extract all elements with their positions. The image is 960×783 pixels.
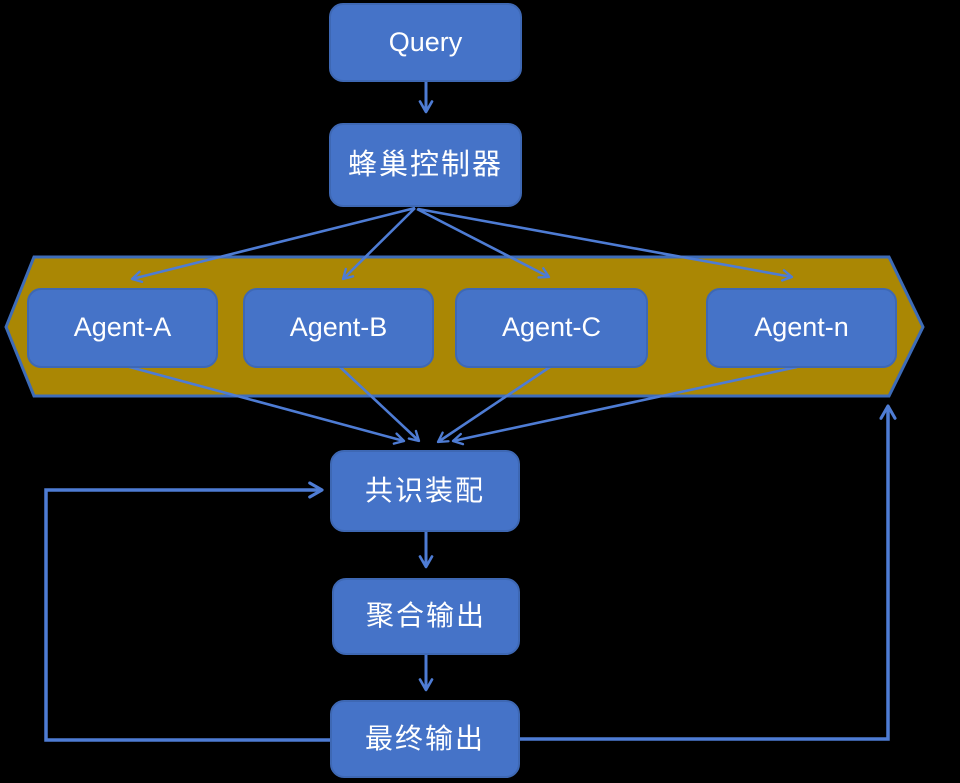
- feedback-loop-right-to-band: [520, 404, 897, 741]
- node-agent-a-label: Agent-A: [73, 312, 172, 343]
- node-aggregate-output: 聚合输出: [332, 578, 520, 655]
- arrow-controller-to-agent-a: [130, 206, 416, 283]
- node-consensus-assembly: 共识装配: [330, 450, 520, 532]
- arrow-agent-n-to-consensus: [451, 365, 798, 446]
- node-hive-controller-label: 蜂巢控制器: [347, 147, 503, 182]
- arrow-controller-to-agent-n: [417, 207, 794, 282]
- node-agent-b-label: Agent-B: [289, 312, 388, 343]
- node-final-output-label: 最终输出: [364, 721, 485, 755]
- arrow-agent-b-to-consensus: [339, 366, 421, 443]
- node-aggregate-output-label: 聚合输出: [365, 599, 486, 633]
- node-agent-c: Agent-C: [455, 288, 648, 368]
- node-hive-controller: 蜂巢控制器: [329, 123, 522, 207]
- feedback-loop-left-to-consensus: [44, 481, 330, 742]
- node-final-output: 最终输出: [330, 700, 520, 778]
- node-consensus-assembly-label: 共识装配: [364, 473, 485, 507]
- node-agent-b: Agent-B: [243, 288, 434, 368]
- arrow-agent-a-to-consensus: [125, 364, 406, 445]
- node-agent-c-label: Agent-C: [501, 312, 602, 343]
- arrow-controller-to-agent-c: [416, 207, 551, 279]
- arrow-controller-to-agent-b: [341, 207, 416, 281]
- node-agent-n-label: Agent-n: [754, 312, 849, 343]
- node-query-label: Query: [388, 26, 463, 57]
- arrow-agent-c-to-consensus: [436, 365, 551, 444]
- node-agent-a: Agent-A: [27, 288, 218, 368]
- node-agent-n: Agent-n: [706, 288, 897, 368]
- node-query: Query: [329, 3, 522, 82]
